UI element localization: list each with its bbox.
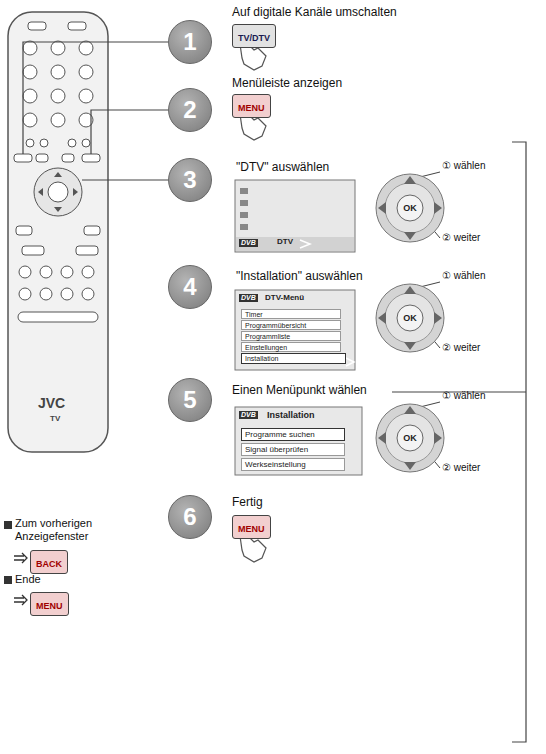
step-title: Menüleiste anzeigen	[232, 77, 342, 91]
ok-pad: OK	[374, 172, 446, 244]
node-text: MENU	[238, 524, 265, 534]
node-text: DVB	[239, 294, 258, 302]
hint-label: ① wählen	[442, 160, 485, 172]
menu-screen: DVB DTV-MenüTimerProgrammübersichtProgram…	[235, 290, 355, 370]
node-text: MENU	[238, 103, 265, 113]
node-text: DVB	[239, 239, 258, 247]
menu-button: MENU	[232, 515, 271, 539]
node-text: Einstellungen	[245, 344, 287, 351]
node-text: Installation	[245, 355, 278, 362]
node-text: DTV	[277, 238, 293, 247]
menu-item: Signal überprüfen	[241, 443, 345, 456]
note-label: Ende	[15, 573, 41, 586]
node-text: 5	[183, 386, 196, 414]
node-text: Programmliste	[245, 333, 290, 340]
step-number: 2	[168, 88, 212, 132]
node-text: 3	[183, 166, 196, 194]
node-text: BACK	[36, 559, 62, 569]
menu-button: MENU	[30, 592, 69, 616]
hint-label: ② weiter	[442, 232, 480, 244]
step-title: Auf digitale Kanäle umschalten	[232, 6, 397, 20]
step-number: 3	[168, 158, 212, 202]
node-text: OK	[403, 203, 417, 213]
menu-item: Timer	[241, 309, 341, 319]
node-text: Signal überprüfen	[245, 446, 308, 454]
node-text: Programme suchen	[245, 431, 315, 439]
brand-label: TV	[50, 414, 60, 423]
menu-item: Programmübersicht	[241, 320, 341, 330]
node-text: Installation	[267, 411, 315, 421]
step-title: Fertig	[232, 496, 263, 510]
menu-button: MENU	[232, 94, 271, 118]
menu-item: Programme suchen	[241, 428, 345, 441]
leader-line	[23, 42, 168, 180]
node-text: 1	[183, 28, 196, 56]
step-title: "Installation" auswählen	[236, 270, 363, 284]
note-label: Zum vorherigen Anzeigefenster	[15, 517, 115, 542]
node-text: MENU	[36, 601, 63, 611]
menu-screen: DVB DTV	[235, 180, 355, 252]
menu-item: Werkseinstellung	[241, 458, 345, 471]
screen-background	[235, 180, 362, 475]
hint-label: ① wählen	[442, 270, 485, 282]
step-number: 4	[168, 265, 212, 309]
menu-item: Einstellungen	[241, 342, 341, 352]
back-button: BACK	[30, 550, 68, 574]
node-text: Timer	[245, 311, 263, 318]
menu-item: Installation	[241, 353, 346, 364]
hint-label: ② weiter	[442, 462, 480, 474]
ok-pad: OK	[374, 282, 446, 354]
menu-item: Programmliste	[241, 331, 341, 341]
node-text: OK	[403, 433, 417, 443]
brand-label: JVC	[38, 395, 65, 411]
node-text: 2	[183, 96, 196, 124]
node-text: 4	[183, 273, 196, 301]
step-number: 6	[168, 495, 212, 539]
step-title: "DTV" auswählen	[236, 161, 329, 175]
hand-icon	[240, 40, 266, 562]
node-text: DVB	[239, 411, 258, 419]
node-text: DTV-Menü	[265, 294, 304, 303]
ok-pad: OK	[374, 402, 446, 474]
step-title: Einen Menüpunkt wählen	[232, 384, 367, 398]
node-text: Programmübersicht	[245, 322, 306, 329]
step-number: 5	[168, 378, 212, 422]
hint-label: ② weiter	[442, 342, 480, 354]
step-number: 1	[168, 20, 212, 64]
menu-screen: DVB InstallationProgramme suchenSignal üb…	[235, 407, 362, 475]
node-text: OK	[403, 313, 417, 323]
node-text: Werkseinstellung	[245, 461, 306, 469]
tv-dtv-button: TV/DTV	[232, 24, 276, 48]
hint-label: ① wählen	[442, 390, 485, 402]
node-text: 6	[183, 503, 196, 531]
node-text: TV/DTV	[238, 33, 270, 43]
